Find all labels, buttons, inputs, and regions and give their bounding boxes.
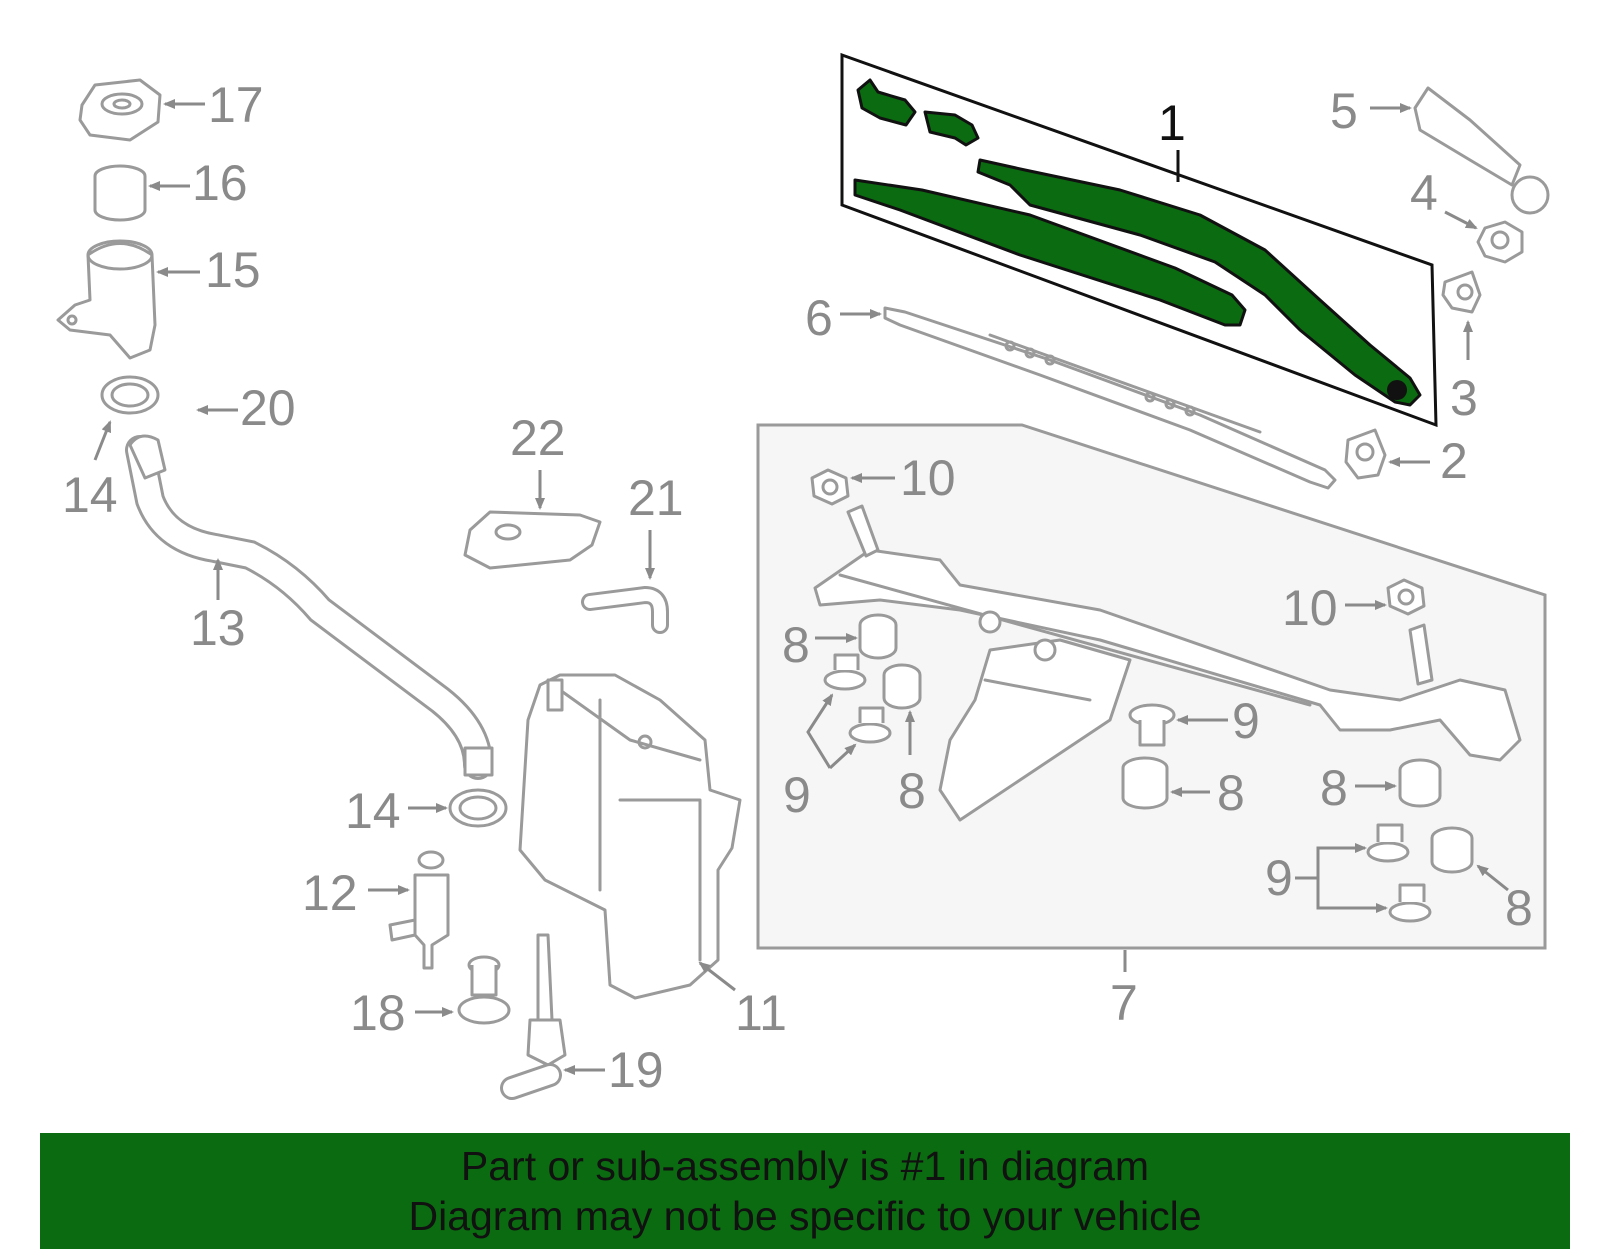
part-5-arm-cap[interactable] [1413,86,1550,215]
part-9-grommet-3[interactable] [1128,703,1176,747]
callout-16: 16 [192,155,248,211]
callout-8-c: 8 [1217,765,1245,821]
callout-12: 12 [302,865,358,921]
part-8-bushing-3[interactable] [1121,756,1169,810]
part-9-grommet-4[interactable] [1366,823,1410,863]
callout-15: 15 [205,242,261,298]
callout-4: 4 [1410,165,1438,221]
callout-9-b: 9 [1232,693,1260,749]
part-8-bushing-4[interactable] [1398,758,1442,808]
callout-9-a: 9 [783,767,811,823]
callout-18: 18 [350,985,406,1041]
callout-20: 20 [240,380,296,436]
part-8-bushing-2[interactable] [882,663,922,710]
leader-9-a2 [828,743,857,770]
part-7-linkage-assembly[interactable] [756,423,1547,950]
callout-17: 17 [208,77,264,133]
leader-9-c2 [1316,878,1388,913]
part-8-bushing-5[interactable] [1430,826,1474,874]
leader-8-e [1476,864,1509,892]
callout-8-e: 8 [1505,880,1533,936]
part-9-grommet-5[interactable] [1388,883,1432,923]
part-15-filler-neck[interactable] [56,239,157,360]
leader-4 [1444,210,1478,230]
part-10-nut-right[interactable] [1386,578,1426,616]
callout-9-c: 9 [1265,850,1293,906]
callout-3: 3 [1450,370,1478,426]
info-banner: Part or sub-assembly is #1 in diagram Di… [40,1133,1570,1249]
leader-11 [698,961,736,992]
part-16-cap[interactable] [93,164,147,222]
part-6-wiper-blade[interactable] [883,306,1337,490]
part-22-bracket[interactable] [463,510,602,570]
part-1-wiper-arm-kit[interactable] [840,52,1438,428]
part-18-pump-grommet[interactable] [457,955,511,1025]
part-12-washer-pump[interactable] [388,850,450,970]
callout-11: 11 [735,985,787,1041]
part-4-nut[interactable] [1476,220,1524,264]
banner-line-2: Diagram may not be specific to your vehi… [408,1193,1202,1239]
callout-5: 5 [1330,83,1358,139]
part-14-o-ring-top[interactable] [100,375,160,415]
callout-19: 19 [608,1042,664,1098]
part-3-cap[interactable] [1441,270,1482,314]
callout-8-b: 8 [898,763,926,819]
part-14-o-ring-bottom[interactable] [448,788,508,828]
callout-1: 1 [1158,95,1186,151]
part-13-filler-pipe[interactable] [125,434,494,780]
part-20-hose[interactable] [165,325,555,651]
callout-7: 7 [1110,975,1138,1031]
part-9-grommet-1[interactable] [823,653,867,691]
part-21-elbow-hose[interactable] [581,585,669,634]
part-17-cap[interactable] [78,78,162,142]
part-8-bushing-1[interactable] [858,613,898,660]
callout-8-d: 8 [1320,760,1348,816]
callout-21: 21 [628,470,684,526]
callout-10-left: 10 [900,450,956,506]
callout-22: 22 [510,410,566,466]
part-11-reservoir[interactable] [518,673,742,1000]
callout-13: 13 [190,600,246,656]
part-2-cover[interactable] [1344,428,1387,480]
banner-line-1: Part or sub-assembly is #1 in diagram [460,1143,1150,1189]
part-10-nut-left[interactable] [810,468,850,506]
callout-14-top: 14 [62,467,118,523]
callout-6: 6 [805,290,833,346]
leader-9-a1 [806,693,834,769]
part-19-level-sensor[interactable] [500,933,567,1100]
callout-10-right: 10 [1282,580,1338,636]
part-9-grommet-2[interactable] [848,706,892,744]
callout-2: 2 [1440,433,1468,489]
callout-14-bottom: 14 [345,783,401,839]
leader-9-c1 [1295,843,1367,880]
callout-8-a: 8 [782,617,810,673]
leader-14-top [93,420,112,461]
